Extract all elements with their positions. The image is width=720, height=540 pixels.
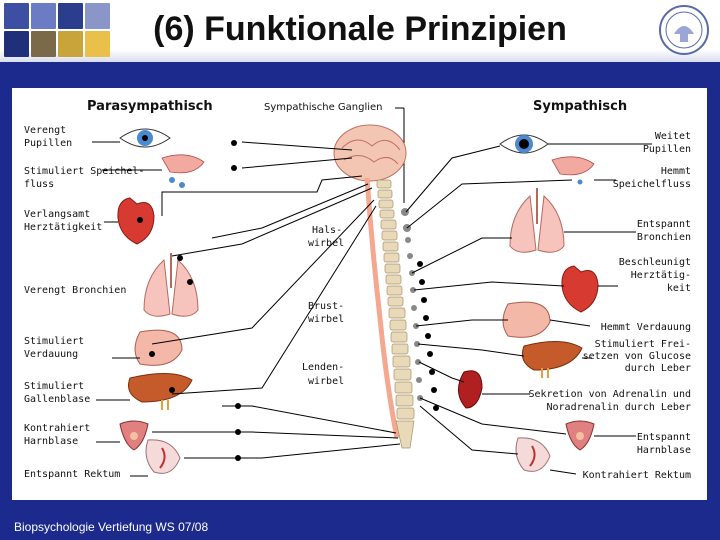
label-lendenwirbel: Lenden- wirbel [302, 362, 344, 387]
label-halswirbel: Hals- wirbel [308, 225, 344, 249]
left-stomach-icon [134, 329, 183, 366]
right-label-adrenalin: Sekretion von Adrenalin und Noradrenalin… [528, 389, 691, 413]
svg-text:Gallenblase: Gallenblase [24, 394, 90, 405]
svg-text:Speichelfluss: Speichelfluss [613, 179, 691, 190]
slide-header: (6) Funktionale Prinzipien [0, 0, 720, 62]
left-label-gallenblase: Stimuliert Gallenblase [24, 381, 90, 405]
header-sympathische-ganglien: Sympathische Ganglien [264, 102, 383, 113]
left-label-bronchien: Verengt Bronchien [24, 285, 126, 296]
right-label-bronchien: Entspannt Bronchien [637, 219, 691, 243]
right-adrenal-kidney-icon [458, 370, 483, 409]
header-sympathisch: Sympathisch [533, 99, 627, 114]
svg-text:Kontrahiert: Kontrahiert [24, 423, 90, 434]
svg-text:Kontrahiert Rektum: Kontrahiert Rektum [583, 470, 691, 481]
right-lungs-icon [509, 188, 565, 253]
svg-text:Brust-: Brust- [308, 301, 344, 312]
left-label-verdauung: Stimuliert Verdauung [24, 336, 84, 360]
right-rectum-icon [515, 437, 551, 472]
right-label-speichel: Hemmt Speichelfluss [613, 166, 691, 190]
svg-text:Pupillen: Pupillen [643, 144, 691, 155]
svg-text:Entspannt: Entspannt [637, 219, 691, 230]
slide-title: (6) Funktionale Prinzipien [153, 10, 567, 48]
svg-text:Weitet: Weitet [655, 131, 691, 142]
svg-text:wirbel: wirbel [308, 376, 344, 387]
svg-text:Verengt: Verengt [24, 125, 66, 136]
left-label-rektum: Entspannt Rektum [24, 469, 120, 480]
university-seal-icon [659, 5, 709, 55]
svg-text:Hemmt Verdauung: Hemmt Verdauung [601, 322, 691, 333]
left-salivary-gland-icon [161, 154, 205, 188]
svg-text:Lenden-: Lenden- [302, 362, 344, 373]
svg-text:Verdauung: Verdauung [24, 349, 78, 360]
svg-text:Herztätigkeit: Herztätigkeit [24, 222, 102, 233]
right-label-rektum: Kontrahiert Rektum [583, 470, 691, 481]
svg-text:Harnblase: Harnblase [637, 445, 691, 456]
svg-text:Herztätig-: Herztätig- [631, 270, 691, 281]
svg-text:Stimuliert: Stimuliert [24, 336, 84, 347]
svg-text:Bronchien: Bronchien [637, 232, 691, 243]
slide-footer: Biopsychologie Vertiefung WS 07/08 [14, 520, 209, 534]
svg-text:Pupillen: Pupillen [24, 138, 72, 149]
right-label-herz: Beschleunigt Herztätig- keit [619, 257, 691, 294]
logo-image-grid [4, 3, 110, 57]
header-parasympathisch: Parasympathisch [87, 99, 213, 114]
right-liver-icon [521, 341, 583, 378]
right-label-harnblase: Entspannt Harnblase [637, 432, 691, 456]
parasympathetic-pathways [92, 141, 401, 477]
right-bladder-icon [565, 420, 595, 451]
left-rectum-icon [145, 439, 181, 474]
label-brustwirbel: Brust- wirbel [308, 301, 344, 325]
svg-text:Sekretion von Adrenalin und: Sekretion von Adrenalin und [528, 389, 691, 400]
right-label-glucose: Stimuliert Frei- setzen von Glucose durc… [583, 339, 691, 374]
left-label-harnblase: Kontrahiert Harnblase [24, 423, 90, 447]
left-eye-icon [119, 128, 171, 148]
left-label-herz: Verlangsamt Herztätigkeit [24, 209, 102, 233]
left-label-speichel: Stimuliert Speichel- fluss [24, 166, 144, 190]
vertebral-column [376, 179, 415, 449]
svg-text:Entspannt Rektum: Entspannt Rektum [24, 469, 120, 480]
left-label-pupillen: Verengt Pupillen [24, 125, 72, 149]
right-eye-icon [499, 134, 549, 154]
svg-text:Stimuliert Speichel-: Stimuliert Speichel- [24, 166, 144, 177]
svg-text:wirbel: wirbel [308, 314, 344, 325]
right-label-verdauung: Hemmt Verdauung [601, 322, 691, 333]
spinal-cord [364, 177, 400, 439]
svg-text:Beschleunigt: Beschleunigt [619, 257, 691, 268]
right-salivary-gland-icon [551, 156, 595, 185]
diagram-svg: Parasympathisch Sympathische Ganglien Sy… [24, 99, 691, 481]
svg-text:fluss: fluss [24, 179, 54, 190]
svg-text:Harnblase: Harnblase [24, 436, 78, 447]
svg-text:Hemmt: Hemmt [661, 166, 691, 177]
left-bladder-icon [119, 420, 149, 451]
sympathetic-pathways [405, 143, 652, 475]
sympathetic-ganglion-dots [417, 261, 439, 411]
svg-text:Stimuliert: Stimuliert [24, 381, 84, 392]
left-heart-icon [117, 197, 155, 245]
svg-text:wirbel: wirbel [308, 238, 344, 249]
right-stomach-icon [502, 301, 551, 338]
brain-icon [333, 124, 407, 182]
left-liver-icon [128, 372, 193, 410]
left-lungs-icon [143, 253, 199, 317]
nervous-system-diagram: Parasympathisch Sympathische Ganglien Sy… [12, 88, 707, 500]
parasympathetic-ganglion-dots [137, 140, 241, 461]
svg-text:keit: keit [667, 283, 691, 294]
svg-text:Verengt Bronchien: Verengt Bronchien [24, 285, 126, 296]
svg-text:setzen von Glucose: setzen von Glucose [583, 351, 691, 362]
svg-text:Noradrenalin durch Leber: Noradrenalin durch Leber [547, 402, 692, 413]
svg-text:Verlangsamt: Verlangsamt [24, 209, 90, 220]
right-heart-icon [561, 265, 599, 313]
svg-text:Entspannt: Entspannt [637, 432, 691, 443]
right-label-pupillen: Weitet Pupillen [643, 131, 691, 155]
svg-text:Stimuliert Frei-: Stimuliert Frei- [595, 339, 691, 350]
svg-text:Hals-: Hals- [312, 225, 342, 236]
svg-text:durch Leber: durch Leber [625, 363, 691, 374]
